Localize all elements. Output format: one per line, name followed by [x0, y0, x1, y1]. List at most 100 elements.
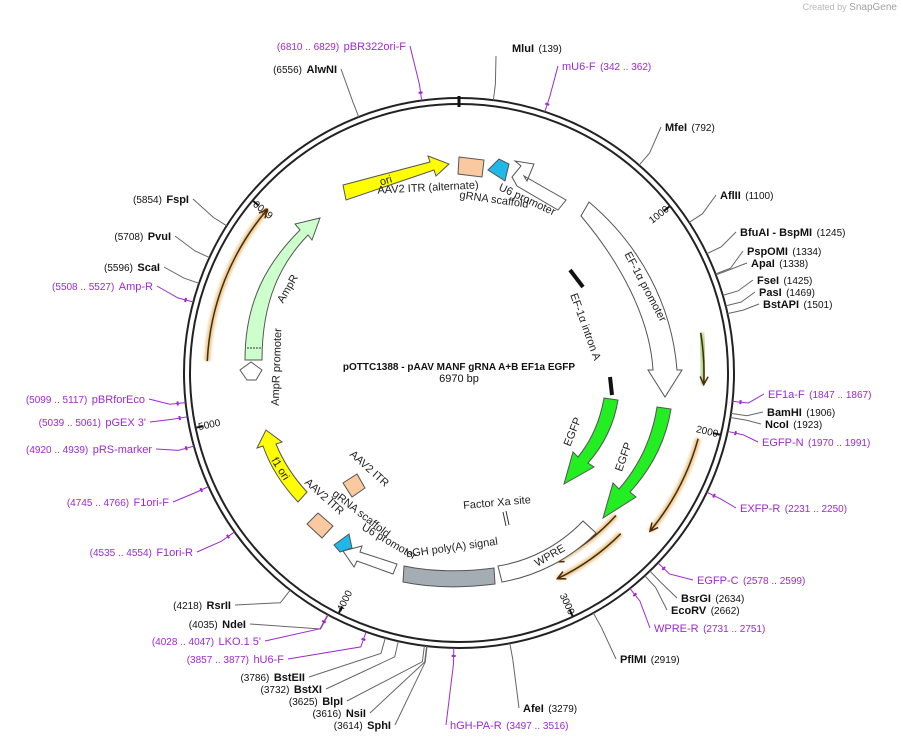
enzyme-label-nsii[interactable]: (3616) NsiI — [312, 704, 366, 721]
feature-ef1a-promoter[interactable]: EF-1α promoter — [580, 201, 683, 398]
primer-label-hgh-pa-r[interactable]: hGH-PA-R (3497 .. 3516) — [450, 716, 568, 733]
feature-f1-ori[interactable]: f1 ori — [256, 429, 308, 503]
enzyme-pos-bsrgi: (2634) — [715, 594, 744, 605]
enzyme-pos-bfuai: (1245) — [817, 228, 846, 239]
enzyme-pos-pspomi: (1334) — [792, 247, 821, 258]
primer-label-f1ori-r[interactable]: (4535 .. 4554) F1ori-R — [90, 543, 193, 560]
enzyme-label-apai[interactable]: ApaI (1338) — [751, 254, 808, 271]
enzyme-pos-pvui: (5708) — [114, 232, 143, 243]
enzyme-leader-aflii — [688, 194, 717, 223]
enzyme-label-alwni[interactable]: (6556) AlwNI — [273, 60, 337, 77]
orf-arrowhead-1 — [648, 522, 659, 533]
enzyme-name-alwni: AlwNI — [306, 64, 337, 76]
enzyme-label-rsrii[interactable]: (4218) RsrII — [173, 596, 231, 613]
enzyme-label-mlui[interactable]: MluI (139) — [512, 39, 562, 56]
primer-leader-egfp-c — [657, 562, 694, 581]
feature-itr-alternate[interactable]: AAV2 ITR (alternate) — [377, 156, 485, 197]
enzyme-label-aflii[interactable]: AflII (1100) — [720, 186, 773, 203]
enzyme-label-bfuai[interactable]: BfuAI - BspMI (1245) — [740, 223, 845, 240]
feature-ampr-promoter[interactable]: AmpR promoter — [239, 328, 284, 406]
primer-label-egfp-n[interactable]: EGFP-N (1970 .. 1991) — [762, 433, 870, 450]
enzyme-label-pvui[interactable]: (5708) PvuI — [114, 227, 171, 244]
primer-label-pbrforeco[interactable]: (5099 .. 5117) pBRforEco — [26, 390, 145, 407]
primer-label-exfp-r[interactable]: EXFP-R (2231 .. 2250) — [740, 499, 847, 516]
enzyme-label-blpi[interactable]: (3625) BlpI — [289, 692, 343, 709]
enzyme-label-pflmi[interactable]: PflMI (2919) — [620, 650, 680, 667]
primer-label-wpre-r[interactable]: WPRE-R (2731 .. 2751) — [654, 619, 765, 636]
primer-mark-wpre-r — [632, 592, 638, 597]
enzyme-leader-scai — [163, 266, 200, 284]
primer-leader-amp-r — [156, 285, 194, 303]
feature-itr-3[interactable]: AAV2 ITR — [342, 448, 391, 498]
enzyme-name-bstapi: BstAPI — [763, 299, 799, 311]
enzyme-label-ndei[interactable]: (4035) NdeI — [189, 615, 246, 632]
enzyme-label-scai[interactable]: (5596) ScaI — [104, 258, 160, 275]
primer-label-egfp-c[interactable]: EGFP-C (2578 .. 2599) — [697, 571, 805, 588]
primer-mark-pgex-3 — [178, 415, 181, 421]
enzyme-leader-blpi — [346, 645, 425, 702]
enzyme-label-bsteii[interactable]: (3786) BstEII — [240, 668, 305, 685]
primer-label-f1ori-f[interactable]: (4745 .. 4766) F1ori-F — [67, 493, 169, 510]
feature-hgh-polya-label: hGH poly(A) signal — [405, 536, 498, 561]
primer-label-prs-marker[interactable]: (4920 .. 4939) pRS-marker — [26, 440, 152, 457]
feature-ef1a-intron[interactable]: EF-1α intron A — [567, 268, 614, 396]
primer-label-hu6-f[interactable]: (3857 .. 3877) hU6-F — [187, 650, 285, 667]
feature-ori-label: ori — [378, 173, 393, 188]
enzyme-leader-bsrgi — [649, 570, 678, 599]
primer-label-ef1a-f[interactable]: EF1a-F (1847 .. 1867) — [768, 385, 871, 402]
primer-label-amp-r[interactable]: (5508 .. 5527) Amp-R — [52, 277, 153, 294]
enzyme-label-ncoi[interactable]: NcoI (1923) — [765, 415, 822, 432]
feature-ampr-label: AmpR — [275, 273, 301, 306]
enzyme-label-afei[interactable]: AfeI (3279) — [523, 699, 577, 716]
primer-pos-hu6-f: (3857 .. 3877) — [187, 655, 249, 666]
enzyme-name-afei: AfeI — [523, 703, 544, 715]
enzyme-label-bsrgi[interactable]: BsrGI (2634) — [681, 589, 744, 606]
enzyme-label-pasi[interactable]: PasI (1469) — [759, 283, 815, 300]
enzyme-label-bstapi[interactable]: BstAPI (1501) — [763, 295, 832, 312]
enzyme-name-bsteii: BstEII — [274, 672, 305, 684]
enzyme-label-fsei[interactable]: FseI (1425) — [757, 271, 812, 288]
primer-name-ef1a-f: EF1a-F — [768, 389, 805, 401]
enzyme-label-bamhi[interactable]: BamHI (1906) — [767, 403, 835, 420]
primer-leader-exfp-r — [706, 491, 737, 509]
enzyme-name-aflii: AflII — [720, 190, 741, 202]
enzyme-label-fspi[interactable]: (5854) FspI — [133, 190, 189, 207]
enzyme-leader-mfei — [638, 126, 662, 166]
primer-label-lko-1-5[interactable]: (4028 .. 4047) LKO.1 5' — [152, 632, 261, 649]
feature-itr-2[interactable]: AAV2 ITR — [302, 476, 346, 539]
primer-name-pbr322ori-f: pBR322ori-F — [344, 41, 407, 53]
feature-ori[interactable]: ori — [342, 155, 450, 201]
enzyme-label-sphi[interactable]: (3614) SphI — [334, 716, 391, 733]
enzyme-leader-fspi — [192, 198, 227, 227]
feature-factor-xa-label: Factor Xa site — [463, 494, 532, 512]
primer-name-wpre-r: WPRE-R — [654, 623, 699, 635]
enzyme-pos-pflmi: (2919) — [651, 655, 680, 666]
primer-name-pbrforeco: pBRforEco — [92, 394, 145, 406]
enzyme-pos-pasi: (1469) — [786, 288, 815, 299]
orf-line-2[interactable] — [557, 533, 622, 580]
primer-name-exfp-r: EXFP-R — [740, 503, 780, 515]
primer-label-mu6-f[interactable]: mU6-F (342 .. 362) — [562, 57, 651, 74]
primer-label-pgex-3[interactable]: (5039 .. 5061) pGEX 3' — [39, 413, 146, 430]
orf-line-1[interactable] — [649, 438, 699, 532]
enzyme-name-pflmi: PflMI — [620, 654, 646, 666]
orf-line-4[interactable] — [206, 209, 268, 362]
primer-pos-pbrforeco: (5099 .. 5117) — [26, 395, 88, 406]
feature-egfp-outer[interactable]: EGFP — [602, 406, 672, 520]
enzyme-label-pspomi[interactable]: PspOMI (1334) — [747, 242, 821, 259]
enzyme-label-ecorv[interactable]: EcoRV (2662) — [671, 601, 740, 618]
enzyme-leader-pvui — [174, 235, 210, 259]
enzyme-name-ecorv: EcoRV — [671, 605, 707, 617]
enzyme-label-bstxi[interactable]: (3732) BstXI — [261, 680, 322, 697]
primer-mark-egfp-c — [661, 566, 666, 571]
feature-wpre[interactable]: WPRE — [497, 520, 597, 583]
enzyme-name-blpi: BlpI — [322, 696, 343, 708]
primer-pos-wpre-r: (2731 .. 2751) — [703, 624, 765, 635]
enzyme-name-mfei: MfeI — [665, 122, 687, 134]
primer-label-pbr322ori-f[interactable]: (6810 .. 6829) pBR322ori-F — [277, 37, 406, 54]
enzyme-name-pasi: PasI — [759, 287, 782, 299]
feature-hgh-polya[interactable]: hGH poly(A) signal — [402, 536, 499, 588]
enzyme-label-mfei[interactable]: MfeI (792) — [665, 118, 715, 135]
feature-egfp-inner[interactable]: EGFP — [562, 397, 619, 486]
feature-factor-xa[interactable]: Factor Xa site — [463, 494, 532, 527]
